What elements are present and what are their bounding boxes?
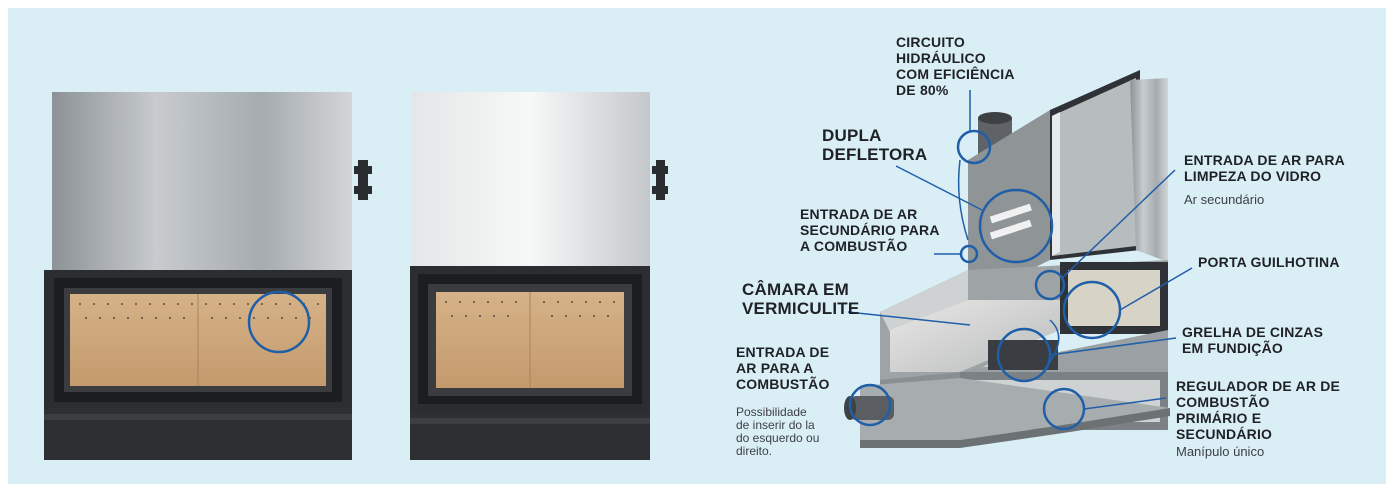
label-line: VERMICULITE <box>742 299 860 318</box>
label-line: ENTRADA DE <box>736 344 830 360</box>
label-glass-clean: ENTRADA DE AR PARA LIMPEZA DO VIDRO <box>1184 152 1345 184</box>
label-line: HIDRÁULICO <box>896 50 986 66</box>
label-sub-line: Possibilidade <box>736 405 807 419</box>
fireplace-small-image <box>410 92 668 460</box>
label-guillotine: PORTA GUILHOTINA <box>1198 254 1340 270</box>
label-line: COMBUSTÃO <box>736 376 830 392</box>
label-sub-line: Manípulo único <box>1176 444 1265 459</box>
hinge-icon <box>354 160 372 200</box>
label-line: COM EFICIÊNCIA <box>896 66 1015 82</box>
label-air-regulator-sub: Manípulo único <box>1176 444 1264 459</box>
label-line: CÂMARA EM <box>742 280 849 299</box>
label-secondary-air: ENTRADA DE AR SECUNDÁRIO PARA A COMBUSTÃ… <box>800 206 940 254</box>
label-line: REGULADOR DE AR DE <box>1176 378 1341 394</box>
label-line: DE 80% <box>896 82 949 98</box>
label-line: ENTRADA DE AR PARA <box>1184 152 1345 168</box>
label-vermiculite: CÂMARA EM VERMICULITE <box>742 280 859 318</box>
label-line: A COMBUSTÃO <box>800 238 908 254</box>
label-air-regulator: REGULADOR DE AR DE COMBUSTÃO PRIMÁRIO E … <box>1176 378 1340 442</box>
label-line: PRIMÁRIO E <box>1176 410 1262 426</box>
fireplace-large-image <box>44 92 372 460</box>
label-combustion-air: ENTRADA DE AR PARA A COMBUSTÃO <box>736 344 830 392</box>
label-sub-line: direito. <box>736 444 773 458</box>
label-glass-clean-sub: Ar secundário <box>1184 192 1264 207</box>
label-line: DEFLETORA <box>822 145 928 164</box>
label-ash-grate: GRELHA DE CINZAS EM FUNDIÇÃO <box>1182 324 1323 356</box>
callout-hydraulic <box>247 90 1193 431</box>
label-hydraulic: CIRCUITO HIDRÁULICO COM EFICIÊNCIA DE 80… <box>896 34 1015 98</box>
label-line: COMBUSTÃO <box>1176 394 1270 410</box>
label-line: CIRCUITO <box>896 34 966 50</box>
label-line: SECUNDÁRIO <box>1176 426 1273 442</box>
label-line: GRELHA DE CINZAS <box>1182 324 1324 340</box>
label-line: PORTA GUILHOTINA <box>1198 254 1340 270</box>
label-sub-line: do esquerdo ou <box>736 431 820 445</box>
label-combustion-air-sub: Possibilidade de inserir do la do esquer… <box>736 406 819 458</box>
cutaway-image <box>844 70 1170 448</box>
label-line: SECUNDÁRIO PARA <box>800 222 940 238</box>
label-sub-line: de inserir do la <box>736 418 815 432</box>
label-line: LIMPEZA DO VIDRO <box>1184 168 1322 184</box>
label-deflector: DUPLA DEFLETORA <box>822 126 927 164</box>
label-line: ENTRADA DE AR <box>800 206 918 222</box>
label-sub-line: Ar secundário <box>1184 192 1265 207</box>
label-line: DUPLA <box>822 126 882 145</box>
label-line: EM FUNDIÇÃO <box>1182 340 1283 356</box>
label-line: AR PARA A <box>736 360 814 376</box>
hinge-icon <box>652 160 668 200</box>
